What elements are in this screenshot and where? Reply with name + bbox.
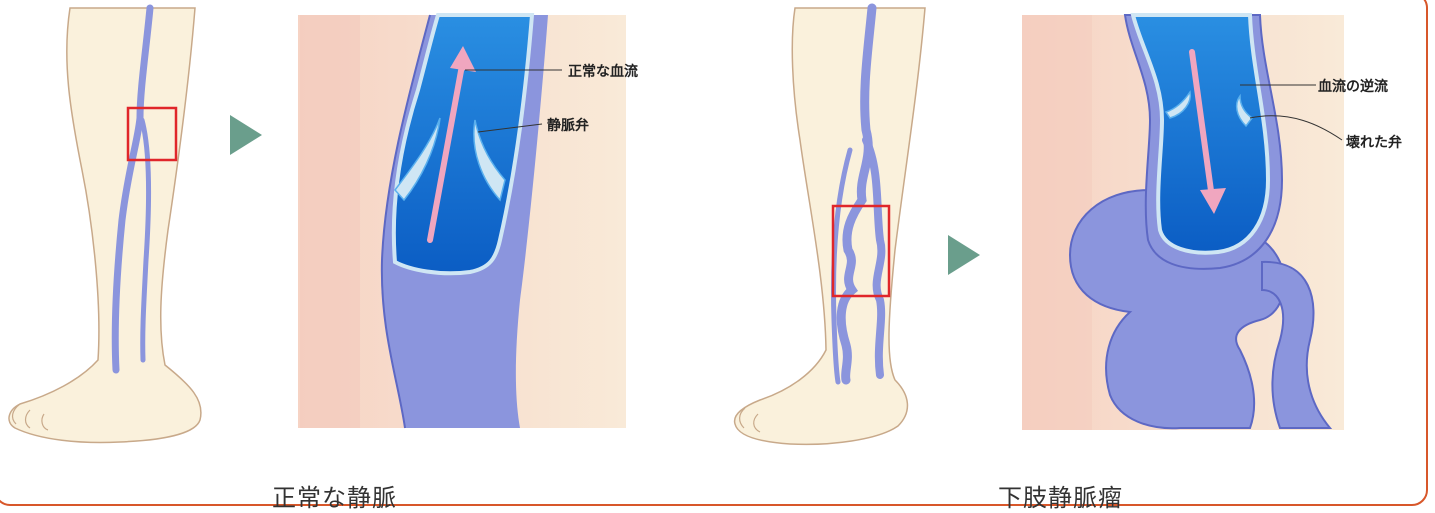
varicose-pointer-icon [948,235,980,275]
normal-vein-caption: 正常な静脈 [272,478,397,513]
varicose-leg [735,8,925,444]
normal-leg-shape [9,8,201,442]
varicose-vein-caption: 下肢静脈瘤 [998,478,1123,513]
normal-pointer-icon [230,115,262,155]
normal-leg [9,8,201,442]
varicose-broken-valve-label: 壊れた弁 [1346,132,1402,152]
varicose-reflux-label: 血流の逆流 [1318,76,1388,96]
normal-valve-label: 静脈弁 [547,115,589,135]
varicose-zoom-panel [1022,15,1344,430]
normal-flow-label: 正常な血流 [568,61,638,81]
varicose-leg-shape [735,8,925,444]
